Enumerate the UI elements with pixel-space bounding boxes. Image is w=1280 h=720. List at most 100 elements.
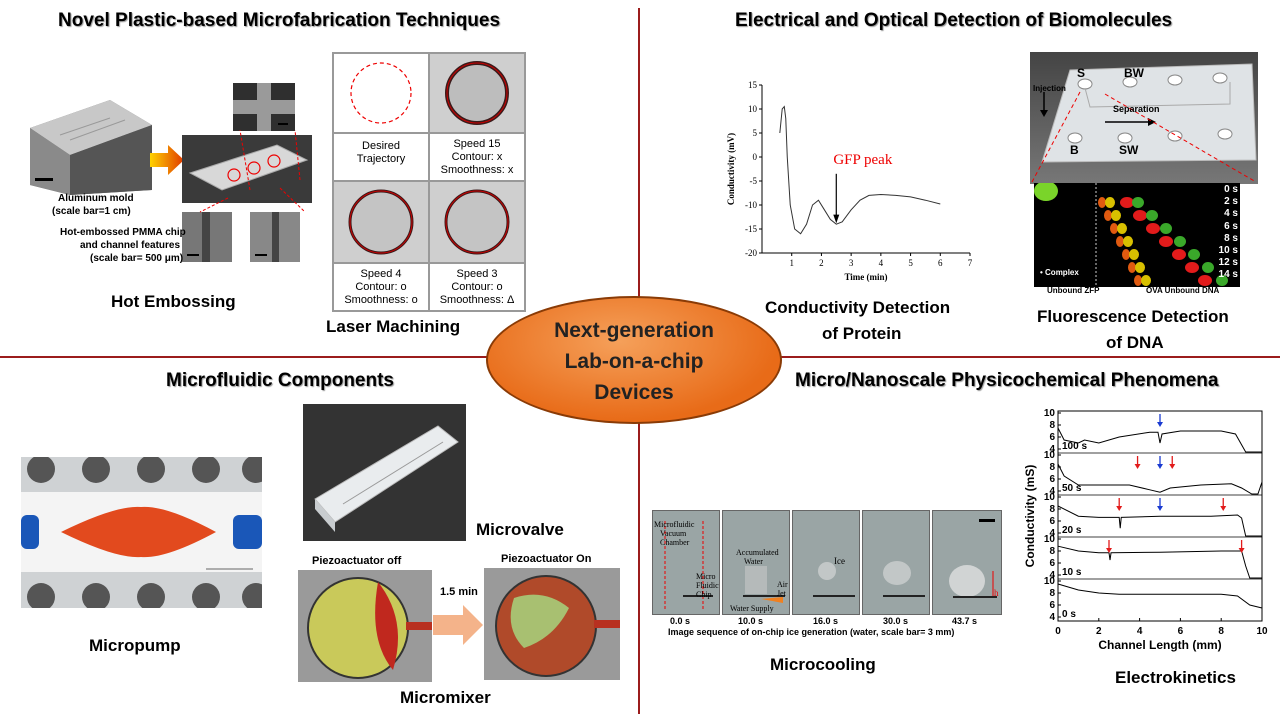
y-axis-label: Conductivity (mV)	[726, 133, 736, 205]
fluorescence-time: 8 s	[1224, 232, 1238, 244]
conductivity-series-line	[779, 105, 941, 235]
center-line-1: Next-generation	[554, 319, 714, 342]
band-dna	[1202, 262, 1214, 273]
ek-panel-time: 20 s	[1062, 525, 1082, 536]
mix-arrow-icon	[433, 605, 483, 645]
ek-y-tick-label: 10	[1044, 576, 1056, 587]
ek-y-tick-label: 4	[1049, 486, 1055, 497]
fluorescence-image	[1034, 183, 1240, 287]
ek-marker-arrowhead	[1157, 506, 1163, 511]
ek-x-tick-label: 0	[1055, 626, 1061, 637]
ek-marker-arrowhead	[1169, 464, 1176, 469]
x-tick-label: 3	[849, 258, 854, 268]
ek-x-tick-label: 8	[1218, 626, 1224, 637]
cooling-frame-2	[722, 510, 790, 615]
conductivity-label-2: of Protein	[822, 324, 902, 343]
band-dna	[1160, 223, 1172, 234]
ek-marker-arrowhead	[1116, 506, 1123, 511]
band-complex	[1104, 210, 1112, 221]
ek-y-tick-label: 4	[1049, 528, 1055, 539]
band-zfp	[1141, 275, 1151, 286]
speed3-image	[429, 181, 525, 263]
band-dna	[1174, 236, 1186, 247]
ek-y-axis-label: Conductivity (mS)	[1023, 465, 1037, 568]
ek-marker-arrowhead	[1238, 548, 1245, 553]
y-tick-label: -15	[745, 224, 757, 234]
horizontal-divider-left	[0, 356, 500, 358]
fluorescence-time: 12 s	[1218, 257, 1238, 269]
ek-y-tick-label: 8	[1049, 420, 1055, 431]
x-tick-label: 1	[789, 258, 794, 268]
cooling-frame-1	[652, 510, 720, 615]
micromixer-label: Micromixer	[400, 688, 491, 707]
horizontal-divider-right	[778, 356, 1280, 358]
channel-image-1	[182, 212, 232, 262]
micromixer-on-image	[484, 568, 620, 680]
chip-label-bw: BW	[1124, 66, 1144, 80]
y-tick-label: 0	[753, 152, 758, 162]
band-zfp	[1129, 249, 1139, 260]
center-line-3: Devices	[594, 381, 674, 404]
band-dna	[1132, 197, 1144, 208]
x-tick-label: 6	[938, 258, 943, 268]
ek-marker-arrowhead	[1106, 548, 1112, 553]
hot-embossing-figure	[30, 80, 312, 270]
y-tick-label: -10	[745, 200, 757, 210]
fluorescence-time: 2 s	[1224, 196, 1238, 208]
band-dna	[1216, 275, 1228, 286]
center-ellipse: Next-generation Lab-on-a-chip Devices	[486, 296, 782, 424]
chip-caption-3: (scale bar= 500 μm)	[90, 253, 184, 264]
band-complex	[1116, 236, 1124, 247]
ova-label: OVA Unbound DNA	[1146, 286, 1220, 295]
cooling-frame-4	[862, 510, 930, 615]
electrokinetics-label: Electrokinetics	[1115, 668, 1236, 687]
q1-title: Novel Plastic-based Microfabrication Tec…	[58, 10, 501, 31]
band-ova	[1159, 236, 1173, 247]
band-ova	[1146, 223, 1160, 234]
x-axis-label: Time (min)	[844, 272, 887, 282]
fluorescence-label-1: Fluorescence Detection	[1037, 307, 1229, 326]
gfp-peak-arrowhead	[833, 214, 840, 224]
cooling-h-label: h	[994, 588, 999, 598]
band-zfp	[1111, 210, 1121, 221]
ek-x-axis-label: Channel Length (mm)	[1098, 638, 1221, 652]
band-zfp	[1117, 223, 1127, 234]
microvalve-label: Microvalve	[476, 520, 564, 539]
ek-y-tick-label: 8	[1049, 462, 1055, 473]
cooling-time-4: 30.0 s	[883, 616, 909, 626]
ek-y-tick-label: 6	[1049, 432, 1055, 443]
ek-y-tick-label: 10	[1044, 450, 1056, 461]
speed15-image	[429, 53, 525, 133]
ek-series-1	[1057, 463, 1263, 495]
band-ova	[1198, 275, 1212, 286]
ek-y-tick-label: 8	[1049, 588, 1055, 599]
cooling-time-5: 43.7 s	[952, 616, 978, 626]
ek-series-4	[1057, 583, 1263, 609]
ek-marker-arrowhead	[1220, 506, 1227, 511]
q3-title: Microfluidic Components	[166, 370, 394, 391]
ek-panel-time: 0 s	[1062, 609, 1076, 620]
ek-x-tick-label: 10	[1256, 626, 1268, 637]
q2-title: Electrical and Optical Detection of Biom…	[735, 10, 1173, 31]
piezo-on-label: Piezoactuator On	[501, 553, 592, 565]
pmma-chip-image	[182, 135, 312, 203]
chip-caption-1: Hot-embossed PMMA chip	[60, 227, 186, 238]
micromixer-off-image	[298, 570, 432, 682]
arrow-right-icon	[150, 145, 184, 175]
ek-panel-time: 10 s	[1062, 567, 1082, 578]
fluorescence-time: 4 s	[1224, 208, 1238, 220]
microcooling-label: Microcooling	[770, 655, 876, 674]
cooling-frame-3	[792, 510, 860, 615]
dna-chip-image	[1030, 52, 1258, 184]
ek-series-2	[1057, 505, 1262, 537]
speed4-image	[333, 181, 429, 263]
band-dna	[1188, 249, 1200, 260]
micropump-image	[21, 457, 262, 608]
